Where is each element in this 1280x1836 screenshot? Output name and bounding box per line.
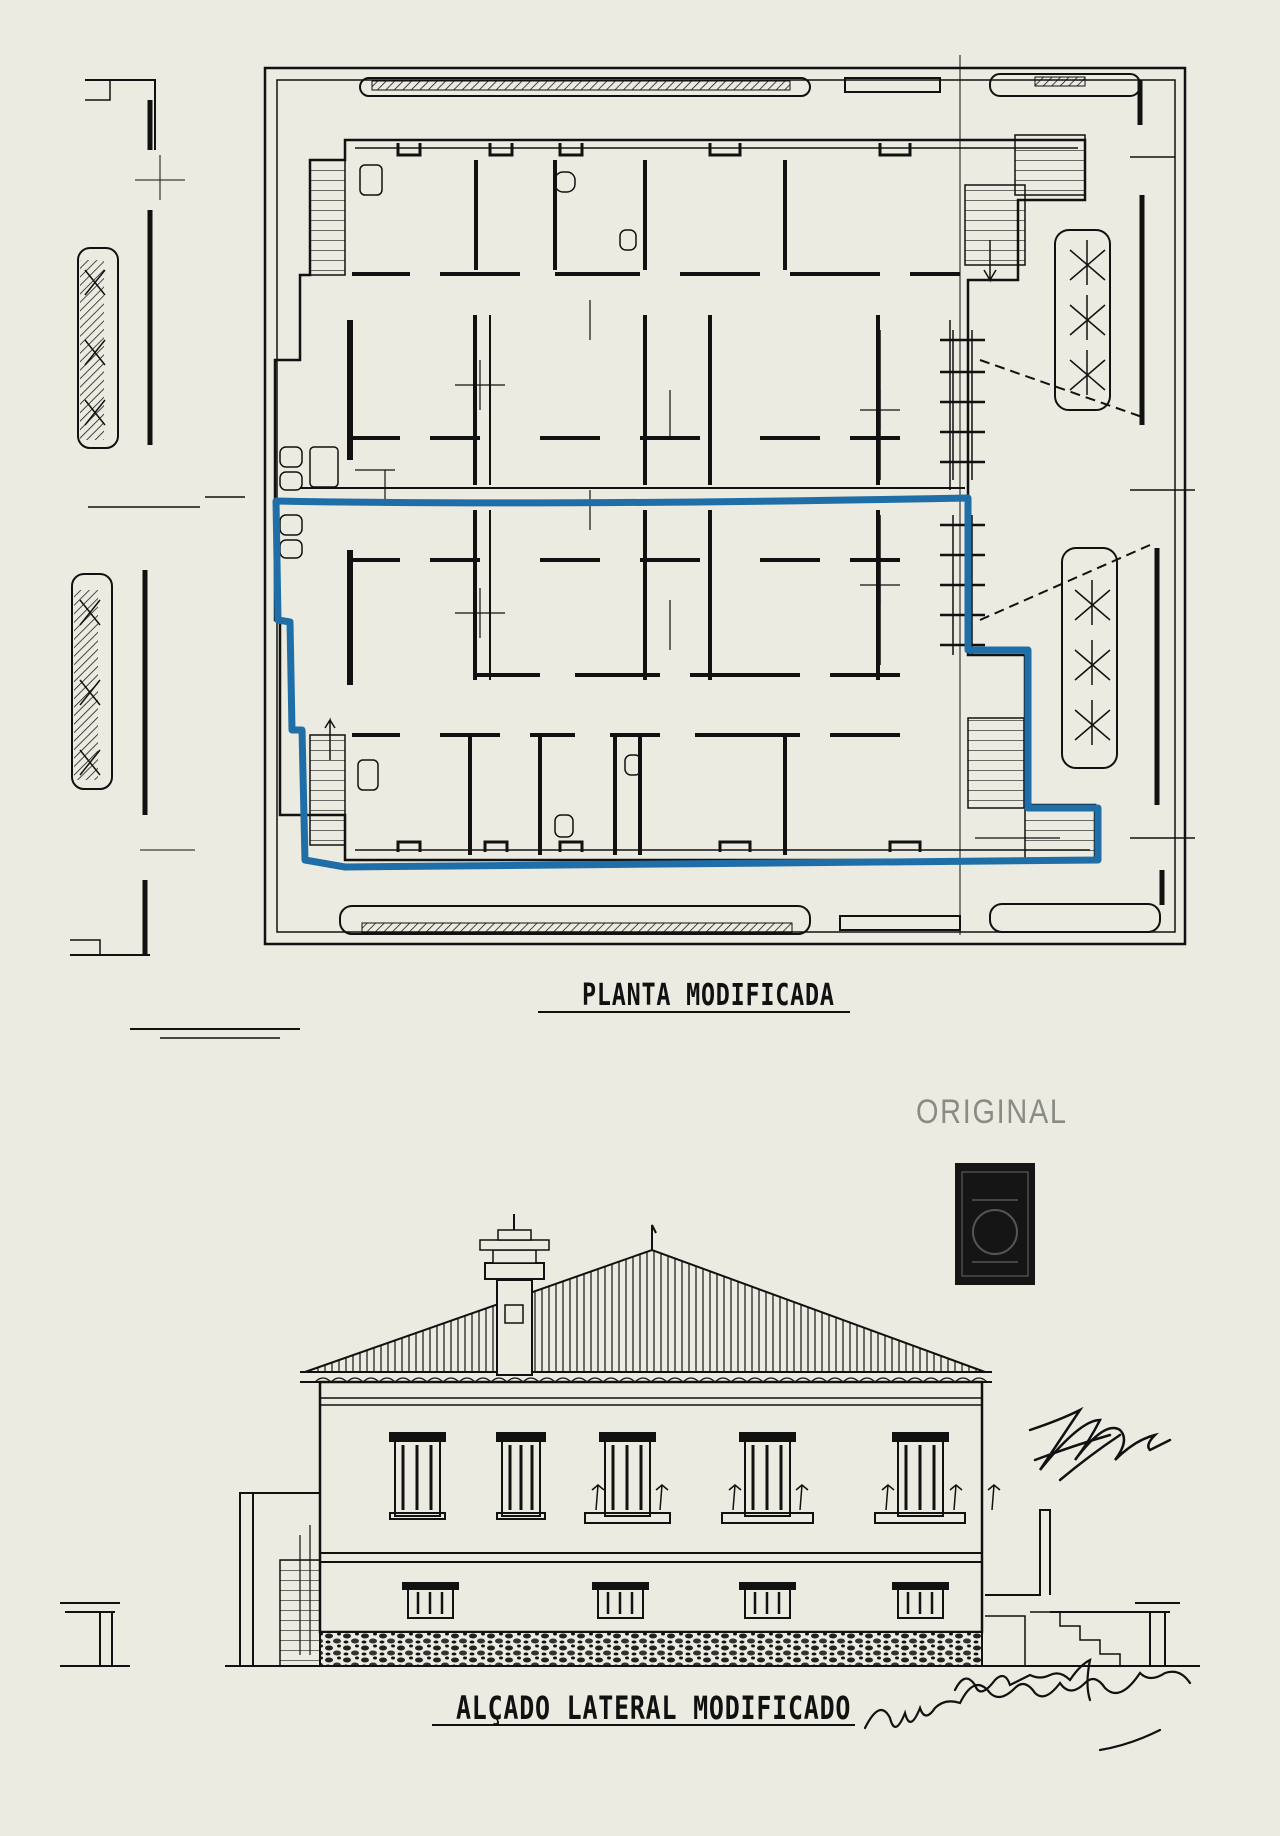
site-boundary <box>263 66 1187 946</box>
elevation-title: ALÇADO LATERAL MODIFICADO <box>456 1689 852 1727</box>
floor-plan-drawing <box>70 55 1195 956</box>
original-stamp: ORIGINAL <box>916 1093 1068 1131</box>
signature <box>863 1658 1192 1752</box>
stair-bottom-right <box>967 717 1025 809</box>
stair-top-right <box>964 184 1026 266</box>
roof <box>304 1248 986 1373</box>
stair-left-top <box>309 159 346 276</box>
signature <box>1028 1406 1172 1482</box>
plan-title: PLANTA MODIFICADA <box>582 978 835 1013</box>
planter-right-top <box>1054 229 1111 411</box>
stamp-seal <box>955 1163 1035 1285</box>
side-elevation-drawing <box>60 1214 1200 1726</box>
highlight-outline <box>272 494 1102 871</box>
planter-right-bottom <box>1061 547 1118 769</box>
upper-windows <box>389 1432 966 1524</box>
chimney <box>496 1279 533 1376</box>
stone-plinth <box>319 1631 983 1667</box>
planter-top <box>359 77 811 97</box>
planter-left-top <box>77 247 119 449</box>
lower-windows <box>402 1582 949 1619</box>
stair-left-bottom <box>309 734 346 846</box>
planter-bottom <box>339 905 811 935</box>
planter-left-bottom <box>71 573 113 790</box>
